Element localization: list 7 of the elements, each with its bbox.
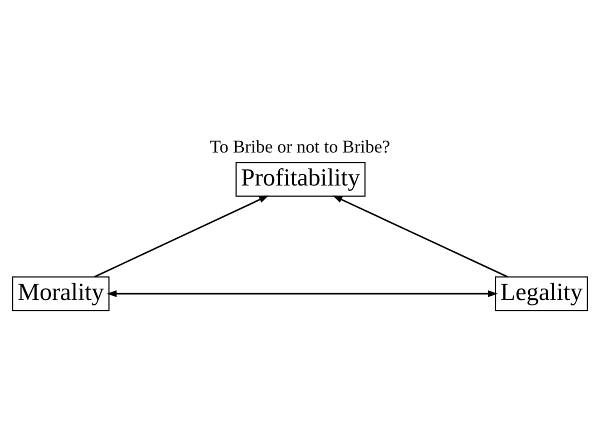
node-box: Legality [494, 276, 588, 312]
node-box: Morality [12, 276, 110, 312]
arrow [106, 290, 498, 298]
arrow [332, 195, 508, 278]
node-box: Profitability [236, 162, 366, 197]
arrow [94, 195, 269, 278]
diagram-title: To Bribe or not to Bribe? [210, 136, 390, 156]
